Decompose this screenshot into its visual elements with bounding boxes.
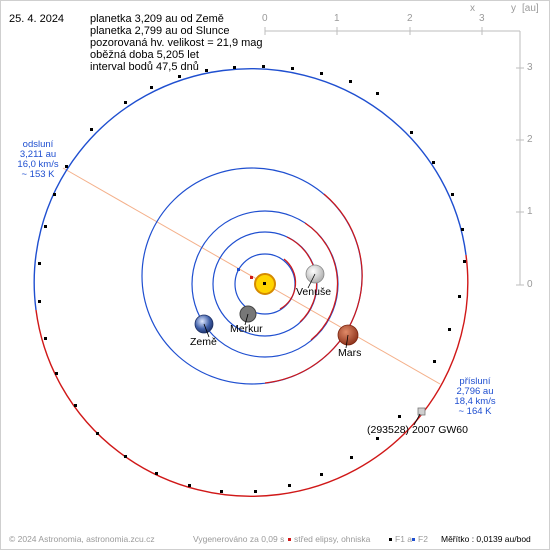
footer-generated: Vygenerováno za 0,09 s: [193, 534, 285, 544]
footer-copyright: © 2024 Astronomia, astronomia.zcu.cz: [9, 534, 155, 544]
y-tick-3: 3: [527, 62, 533, 73]
asteroid-interval-dots: [38, 65, 466, 493]
info-magnitude: pozorovaná hv. velikost = 21,9 mag: [90, 37, 263, 49]
y-tick-1: 1: [527, 206, 533, 217]
legend-center-marker: [288, 538, 291, 541]
earth-label: Země: [190, 336, 217, 348]
perihelion-temperature: ~ 164 K: [458, 406, 492, 417]
y-tick-0: 0: [527, 279, 533, 290]
aphelion-speed: 16,0 km/s: [17, 159, 59, 170]
info-interval: interval bodů 47,5 dnů: [90, 61, 199, 73]
x-axis-label: x: [470, 3, 475, 14]
aphelion-block: odsluní 3,211 au 16,0 km/s ~ 153 K: [6, 140, 70, 180]
x-tick-1: 1: [334, 13, 340, 24]
venus-label: Venuše: [296, 286, 332, 298]
x-tick-0: 0: [262, 13, 268, 24]
footer-legend-ellipse: střed elipsy, ohniska: [294, 534, 371, 544]
mars-orbit-red: [264, 193, 363, 384]
asteroid-orbit-red: [35, 254, 469, 497]
asteroid-label: (293528) 2007 GW60: [367, 424, 468, 436]
mercury-label: Merkur: [230, 323, 263, 335]
asteroid-icon: [413, 407, 426, 426]
axis-unit: [au]: [522, 3, 539, 14]
aphelion-distance: 3,211 au: [19, 149, 57, 160]
earth-orbit-red: [304, 222, 339, 341]
legend-f1-marker: [389, 538, 392, 541]
x-tick-3: 3: [479, 13, 485, 24]
legend-f2-marker: [412, 538, 415, 541]
perihelion-speed: 18,4 km/s: [454, 396, 496, 407]
date-label: 25. 4. 2024: [9, 13, 65, 25]
aphelion-temperature: ~ 153 K: [21, 169, 55, 180]
y-axis-label: y: [511, 3, 516, 14]
x-tick-2: 2: [407, 13, 413, 24]
axis-ticks: [264, 27, 524, 286]
footer-scale: Měřítko : 0,0139 au/bod: [441, 534, 531, 544]
info-earth-distance: planetka 3,209 au od Země: [90, 13, 224, 25]
y-tick-2: 2: [527, 134, 533, 145]
info-sun-distance: planetka 2,799 au od Slunce: [90, 25, 230, 37]
perihelion-distance: 2,796 au: [456, 386, 494, 397]
footer-legend-f2: F2: [418, 534, 428, 544]
sun-focus-marker: [263, 282, 266, 285]
mars-label: Mars: [338, 347, 362, 359]
footer-legend-f1: F1 a: [395, 534, 413, 544]
info-period: oběžná doba 5,205 let: [90, 49, 199, 61]
perihelion-title: přísluní: [459, 376, 491, 387]
aphelion-title: odsluní: [22, 139, 54, 150]
ellipse-center-marker: [250, 276, 253, 279]
focus2-marker: [237, 268, 240, 271]
mercury-orbit-red: [279, 258, 297, 310]
perihelion-block: přísluní 2,796 au 18,4 km/s ~ 164 K: [446, 377, 504, 417]
asteroid-orbit-blue: [33, 68, 467, 311]
